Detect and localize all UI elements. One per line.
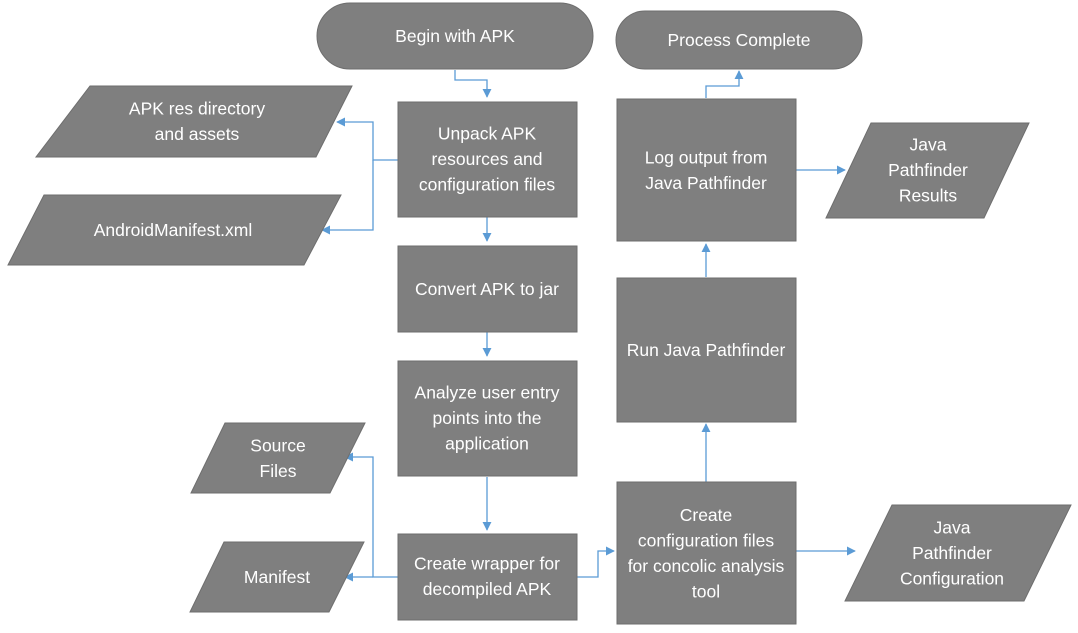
node-label: Create configuration files for concolic an… bbox=[628, 505, 785, 602]
node-run-java-pathfinder: Run Java Pathfinder bbox=[616, 277, 797, 423]
process-shape bbox=[616, 481, 797, 625]
process-shape bbox=[397, 360, 578, 477]
node-label-line: points into the bbox=[433, 408, 542, 428]
edge-wrapper-to-source-files bbox=[344, 452, 398, 578]
node-label-line: and assets bbox=[155, 124, 240, 144]
process-shape bbox=[397, 101, 578, 218]
node-label-line: Create bbox=[680, 505, 733, 525]
node-label-line: Analyze user entry bbox=[415, 383, 560, 403]
node-label: AndroidManifest.xml bbox=[94, 220, 253, 240]
node-label: Create wrapper for decompiled APK bbox=[414, 553, 560, 599]
node-manifest: Manifest bbox=[189, 541, 365, 613]
node-label-line: Manifest bbox=[244, 567, 310, 587]
process-shape bbox=[616, 98, 797, 242]
node-label: Analyze user entry points into the applica… bbox=[415, 383, 560, 454]
node-label-line: AndroidManifest.xml bbox=[94, 220, 253, 240]
terminator-shape bbox=[316, 2, 594, 70]
node-create-wrapper: Create wrapper for decompiled APK bbox=[397, 533, 578, 621]
node-label-line: tool bbox=[692, 581, 720, 601]
node-label-line: Convert APK to jar bbox=[415, 279, 559, 299]
node-label: Convert APK to jar bbox=[415, 279, 559, 299]
edge-begin-to-unpack bbox=[454, 70, 492, 98]
connectors bbox=[321, 70, 856, 582]
edge-unpack-to-manifest-xml bbox=[321, 160, 374, 235]
node-convert-apk: Convert APK to jar bbox=[397, 245, 578, 333]
edge-wrapper-to-create-config bbox=[577, 546, 615, 578]
node-label-line: for concolic analysis bbox=[628, 556, 785, 576]
node-begin-with-apk: Begin with APK bbox=[316, 2, 594, 70]
data-shape bbox=[825, 122, 1030, 219]
node-create-configuration: Create configuration files for concolic an… bbox=[616, 481, 797, 625]
process-shape bbox=[616, 277, 797, 423]
node-label: APK res directory and assets bbox=[129, 98, 265, 144]
data-shape bbox=[190, 422, 366, 494]
data-shape bbox=[189, 541, 365, 613]
data-shape bbox=[7, 194, 342, 266]
node-label-line: Pathfinder bbox=[888, 160, 968, 180]
node-label-line: Pathfinder bbox=[912, 543, 992, 563]
node-label-line: Process Complete bbox=[668, 30, 811, 50]
data-shape bbox=[34, 85, 353, 158]
data-shape bbox=[844, 504, 1072, 602]
node-label: Manifest bbox=[244, 567, 310, 587]
node-label-line: Java bbox=[910, 135, 947, 155]
node-label-line: Java Pathfinder bbox=[645, 173, 767, 193]
node-label: Begin with APK bbox=[395, 26, 515, 46]
node-label-line: Log output from bbox=[645, 147, 768, 167]
node-label-line: decompiled APK bbox=[423, 579, 552, 599]
node-label-line: Create wrapper for bbox=[414, 553, 560, 573]
terminator-shape bbox=[615, 10, 863, 70]
process-shape bbox=[397, 533, 578, 621]
node-process-complete: Process Complete bbox=[615, 10, 863, 70]
node-label-line: Begin with APK bbox=[395, 26, 515, 46]
node-unpack-apk: Unpack APK resources and configuration fil… bbox=[397, 101, 578, 218]
edge-log-output-to-complete bbox=[705, 70, 744, 98]
node-label-line: configuration files bbox=[638, 530, 774, 550]
process-shape bbox=[397, 245, 578, 333]
node-label-line: resources and bbox=[432, 149, 543, 169]
node-android-manifest-xml: AndroidManifest.xml bbox=[7, 194, 342, 266]
node-label-line: Configuration bbox=[900, 569, 1004, 589]
node-label-line: Run Java Pathfinder bbox=[627, 340, 786, 360]
node-label-line: Source bbox=[250, 435, 305, 455]
node-label-line: Unpack APK bbox=[438, 124, 537, 144]
node-label-line: Files bbox=[260, 461, 297, 481]
node-label-line: Java bbox=[934, 518, 971, 538]
node-label: Unpack APK resources and configuration fil… bbox=[419, 124, 555, 195]
node-label-line: APK res directory bbox=[129, 98, 265, 118]
node-res-assets: APK res directory and assets bbox=[34, 85, 353, 158]
edge-unpack-to-res-assets bbox=[336, 117, 398, 161]
node-label-line: configuration files bbox=[419, 175, 555, 195]
node-label-line: application bbox=[445, 434, 529, 454]
node-label-line: Results bbox=[899, 186, 958, 206]
node-label: Run Java Pathfinder bbox=[627, 340, 786, 360]
node-analyze-entry-points: Analyze user entry points into the applica… bbox=[397, 360, 578, 477]
node-label: Process Complete bbox=[668, 30, 811, 50]
